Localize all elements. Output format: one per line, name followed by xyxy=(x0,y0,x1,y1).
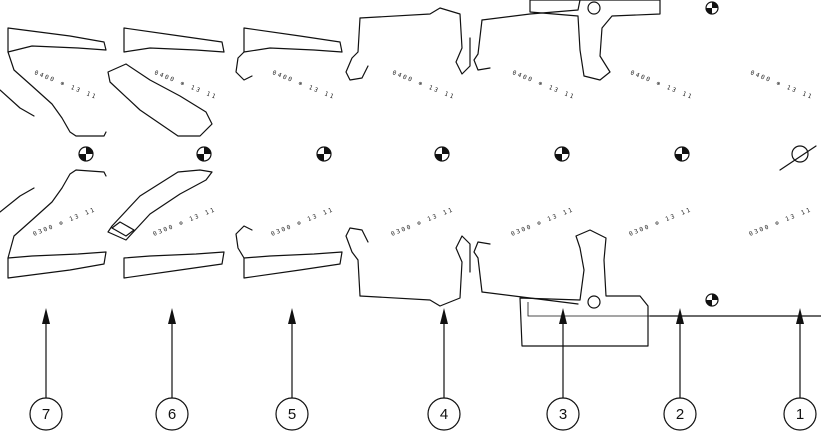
arrow-up-icon xyxy=(440,308,448,324)
stage-3-shape xyxy=(473,0,661,347)
marking-bottom-4: 0300 ⊕ 13 11 xyxy=(390,206,455,238)
stage-number: 1 xyxy=(796,406,804,423)
datum-mark-2 xyxy=(705,293,719,307)
marking-top-7: 0400 ⊕ 13 11 xyxy=(749,69,814,101)
stage-number: 5 xyxy=(288,406,296,423)
datum-marks xyxy=(705,1,719,307)
arrow-up-icon xyxy=(288,308,296,324)
stage-number: 2 xyxy=(676,406,684,423)
stage-number: 6 xyxy=(168,406,176,423)
center-mark-2 xyxy=(196,146,212,162)
arrow-up-icon xyxy=(42,308,50,324)
arrow-up-icon xyxy=(168,308,176,324)
center-mark-3 xyxy=(316,146,332,162)
marking-top-4: 0400 ⊕ 13 11 xyxy=(391,69,456,101)
arrow-up-icon xyxy=(676,308,684,324)
stage-label-7: 7 xyxy=(29,308,63,431)
center-mark-1 xyxy=(78,146,94,162)
datum-mark-1 xyxy=(705,1,719,15)
stage-number: 7 xyxy=(42,406,50,423)
marking-top-3: 0400 ⊕ 13 11 xyxy=(271,69,336,101)
marking-bottom-7: 0300 ⊕ 13 11 xyxy=(748,206,813,238)
marking-top-5: 0400 ⊕ 13 11 xyxy=(511,69,576,101)
marking-bottom-2: 0300 ⊕ 13 11 xyxy=(152,206,217,238)
center-marks xyxy=(78,146,690,162)
stage-labels: 7 6 5 4 3 2 1 xyxy=(29,308,817,431)
marking-top-6: 0400 ⊕ 13 11 xyxy=(629,69,694,101)
stage-1-shape xyxy=(779,145,817,171)
center-mark-6 xyxy=(674,146,690,162)
stage-label-2: 2 xyxy=(663,308,697,431)
stage-number: 3 xyxy=(559,406,567,423)
stage-label-5: 5 xyxy=(275,308,309,431)
center-mark-5 xyxy=(554,146,570,162)
stage-label-1: 1 xyxy=(783,308,817,431)
marking-bottom-3: 0300 ⊕ 13 11 xyxy=(270,206,335,238)
arrow-up-icon xyxy=(796,308,804,324)
arrow-up-icon xyxy=(559,308,567,324)
stage-label-4: 4 xyxy=(427,308,461,431)
stage-label-6: 6 xyxy=(155,308,189,431)
stage-6-shape xyxy=(107,27,225,279)
stage-7-shape xyxy=(0,27,107,279)
stage-markings: 0400 ⊕ 13 11 0300 ⊕ 13 11 0400 ⊕ 13 11 0300… xyxy=(32,69,814,237)
stage-5-shape xyxy=(235,27,343,279)
stage-number: 4 xyxy=(440,406,448,423)
center-mark-4 xyxy=(434,146,450,162)
stage-4-shape xyxy=(345,7,471,307)
marking-bottom-5: 0300 ⊕ 13 11 xyxy=(510,206,575,238)
stage-label-3: 3 xyxy=(546,308,580,431)
marking-top-2: 0400 ⊕ 13 11 xyxy=(153,69,218,101)
marking-bottom-6: 0300 ⊕ 13 11 xyxy=(628,206,693,238)
